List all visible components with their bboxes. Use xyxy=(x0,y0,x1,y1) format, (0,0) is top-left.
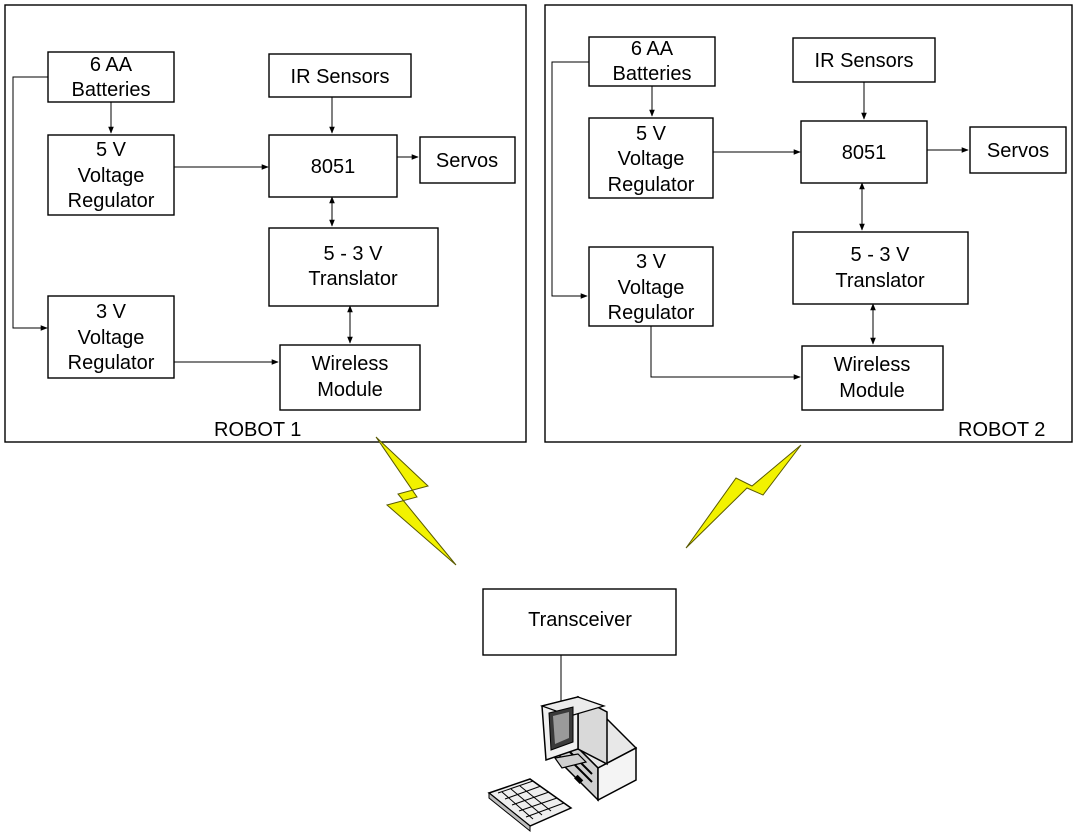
reg3-label-2: Voltage xyxy=(618,277,685,299)
wireless-module-block xyxy=(801,345,944,411)
robot-2-group: 6 AA Batteries 5 V Voltage Regulator 3 V… xyxy=(544,4,1073,443)
wireless-label-1: Wireless xyxy=(834,354,911,376)
wireless-label-2: Module xyxy=(839,380,905,402)
batteries-label-1: 6 AA xyxy=(90,54,133,76)
voltage-regulator-5v-block xyxy=(588,117,714,199)
servos-label: Servos xyxy=(436,150,498,172)
translator-block xyxy=(268,227,439,307)
reg3-label-1: 3 V xyxy=(96,301,127,323)
servos-block xyxy=(969,126,1067,174)
transceiver-block xyxy=(482,588,677,656)
batteries-block xyxy=(588,36,716,87)
reg5-label-1: 5 V xyxy=(96,139,127,161)
batteries-label-2: Batteries xyxy=(613,63,692,85)
wireless-label-1: Wireless xyxy=(312,353,389,375)
desktop-computer-icon xyxy=(487,695,638,833)
reg3-label-3: Regulator xyxy=(608,302,695,324)
servos-label: Servos xyxy=(987,140,1049,162)
batteries-block xyxy=(47,51,175,103)
mcu-8051-block xyxy=(800,120,928,184)
wire-batteries-to-3v xyxy=(551,61,589,299)
robot-1-label: ROBOT 1 xyxy=(214,419,301,441)
batteries-label-1: 6 AA xyxy=(631,38,674,60)
reg5-label-3: Regulator xyxy=(68,190,155,212)
ir-sensors-block xyxy=(792,37,936,83)
robot-2-label: ROBOT 2 xyxy=(958,419,1045,441)
batteries-label-2: Batteries xyxy=(72,79,151,101)
voltage-regulator-3v-block xyxy=(47,295,175,379)
voltage-regulator-3v-block xyxy=(588,246,714,327)
ir-sensors-label: IR Sensors xyxy=(815,50,914,72)
wire-3v-to-wireless xyxy=(650,326,801,380)
lightning-bolt-icon xyxy=(685,444,802,549)
reg5-label-1: 5 V xyxy=(636,123,667,145)
wire-batteries-to-3v xyxy=(12,76,48,331)
transceiver-label: Transceiver xyxy=(528,609,632,631)
mcu-8051-label: 8051 xyxy=(842,142,887,164)
wireless-label-2: Module xyxy=(317,379,383,401)
translator-label-2: Translator xyxy=(308,268,398,290)
translator-label-2: Translator xyxy=(835,270,925,292)
reg3-label-2: Voltage xyxy=(78,327,145,349)
mcu-8051-block xyxy=(268,134,398,198)
reg5-label-2: Voltage xyxy=(78,165,145,187)
reg3-label-1: 3 V xyxy=(636,251,667,273)
translator-label-1: 5 - 3 V xyxy=(324,243,384,265)
voltage-regulator-5v-block xyxy=(47,134,175,216)
servos-block xyxy=(419,136,516,184)
translator-label-1: 5 - 3 V xyxy=(851,244,911,266)
transceiver-group: Transceiver xyxy=(482,588,677,703)
lightning-bolt-icon xyxy=(375,436,457,566)
mcu-8051-label: 8051 xyxy=(311,156,356,178)
reg5-label-2: Voltage xyxy=(618,148,685,170)
robot-1-group: 6 AA Batteries 5 V Voltage Regulator 3 V… xyxy=(4,4,527,443)
reg5-label-3: Regulator xyxy=(608,174,695,196)
reg3-label-3: Regulator xyxy=(68,352,155,374)
ir-sensors-label: IR Sensors xyxy=(291,66,390,88)
translator-block xyxy=(792,231,969,305)
wireless-module-block xyxy=(279,344,421,411)
ir-sensors-block xyxy=(268,53,412,98)
